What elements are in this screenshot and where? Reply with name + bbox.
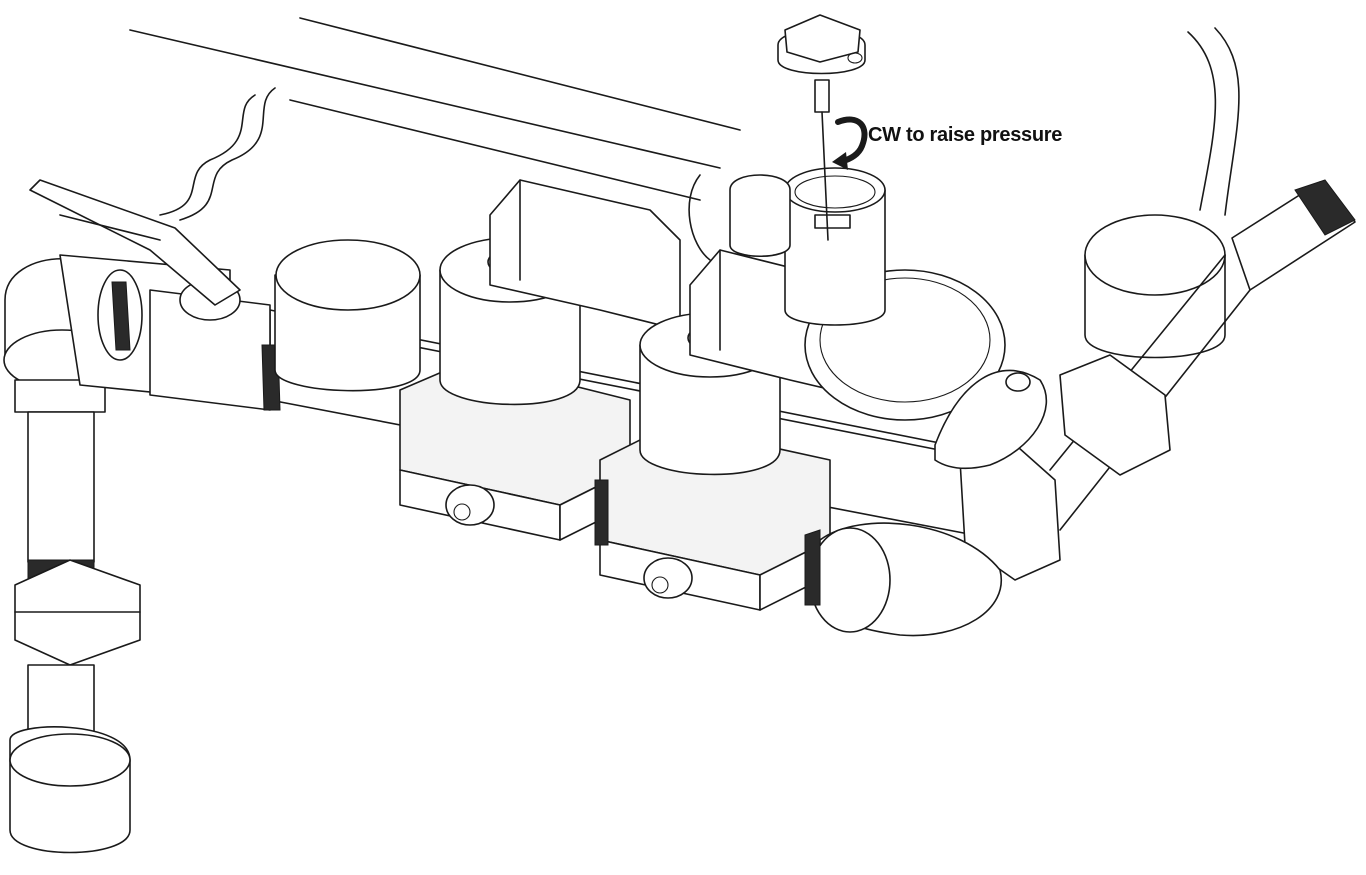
pressure-regulator <box>688 167 1006 421</box>
adjustment-cap <box>777 14 866 241</box>
solenoid-valve-1 <box>399 179 681 541</box>
manual-shutoff-valve <box>29 179 281 411</box>
clockwise-arrow-icon <box>832 116 868 170</box>
right-outlet-fittings <box>804 179 1356 637</box>
upper-supply-pipes <box>129 17 1240 221</box>
callout-cw-raise-pressure: CW to raise pressure <box>868 124 1063 146</box>
left-cylinder <box>274 239 421 392</box>
